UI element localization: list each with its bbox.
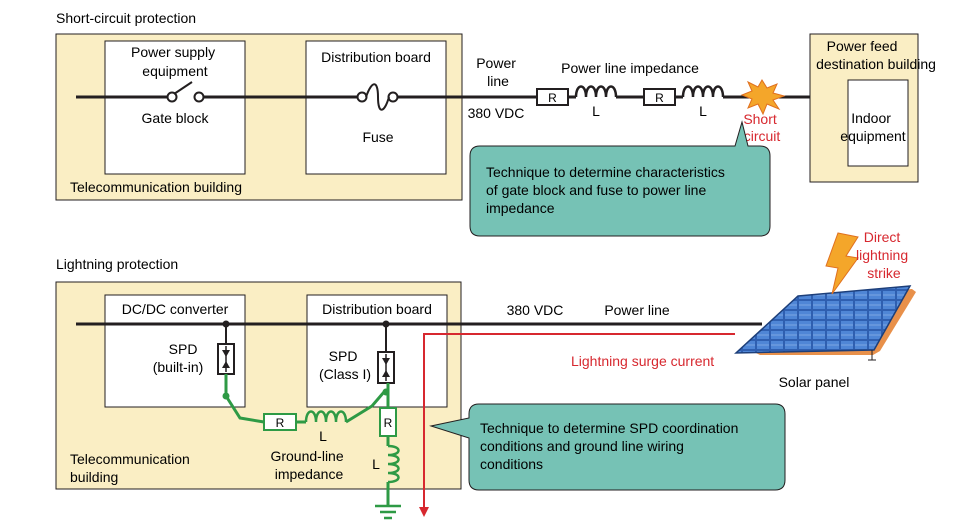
ground-inductor-vertical bbox=[387, 444, 400, 484]
resistor-1: R bbox=[536, 88, 569, 106]
spd-class-label: SPD (Class I) bbox=[319, 348, 371, 382]
svg-text:R: R bbox=[276, 416, 285, 430]
distribution-board-label-top: Distribution board bbox=[321, 49, 431, 65]
inductor-2-label: L bbox=[699, 103, 707, 119]
ground-node-1 bbox=[222, 392, 230, 400]
solar-panel-label: Solar panel bbox=[779, 374, 850, 390]
ground-node-2 bbox=[382, 388, 390, 396]
gate-block-switch bbox=[166, 81, 205, 103]
ground-wiring bbox=[224, 374, 390, 506]
ground-symbol-icon bbox=[375, 504, 401, 520]
telecom-building-label-bottom: Telecommunication building bbox=[70, 451, 194, 485]
short-circuit-burst-icon bbox=[740, 79, 786, 116]
spd-builtin-symbol bbox=[217, 320, 235, 375]
technique-callout-top-text: Technique to determine characteristics o… bbox=[486, 164, 729, 216]
fuse-label: Fuse bbox=[362, 129, 393, 145]
distribution-board-box-top bbox=[305, 40, 447, 175]
power-line-label-bottom: Power line bbox=[604, 302, 670, 318]
spd-class-symbol bbox=[377, 320, 395, 384]
ground-inductor-vertical-label: L bbox=[372, 456, 380, 472]
technique-callout-bottom bbox=[429, 403, 786, 491]
surge-current-arrow bbox=[419, 333, 735, 517]
inductor-2 bbox=[681, 85, 725, 98]
dcdc-converter-label: DC/DC converter bbox=[122, 301, 229, 317]
lightning-title: Lightning protection bbox=[56, 256, 178, 272]
solar-panel-icon bbox=[734, 285, 916, 361]
voltage-label-top: 380 VDC bbox=[468, 105, 525, 121]
ground-inductor-horizontal bbox=[304, 410, 348, 423]
technique-callout-bottom-text: Technique to determine SPD coordination … bbox=[480, 420, 742, 472]
short-circuit-label: Short circuit bbox=[743, 111, 780, 144]
gate-block-label: Gate block bbox=[142, 110, 210, 126]
indoor-equipment-label: Indoor equipment bbox=[840, 110, 905, 144]
short-circuit-title: Short-circuit protection bbox=[56, 10, 196, 26]
power-line-impedance-title: Power line impedance bbox=[561, 60, 699, 76]
inductor-1-label: L bbox=[592, 103, 600, 119]
technique-callout-top bbox=[469, 120, 771, 237]
ground-resistor-vertical: R bbox=[379, 407, 397, 437]
fuse-symbol bbox=[356, 83, 399, 111]
ground-line-impedance-label: Ground-line impedance bbox=[270, 448, 347, 482]
indoor-equipment-box bbox=[847, 79, 909, 167]
ground-inductor-horizontal-label: L bbox=[319, 428, 327, 444]
ground-resistor-horizontal: R bbox=[263, 413, 297, 431]
svg-text:R: R bbox=[384, 416, 393, 430]
surge-current-label: Lightning surge current bbox=[571, 353, 714, 369]
resistor-2: R bbox=[643, 88, 676, 106]
lightning-bolt-icon bbox=[825, 232, 859, 295]
svg-text:R: R bbox=[655, 91, 664, 105]
spd-builtin-label: SPD (built-in) bbox=[153, 341, 204, 375]
power-feed-building-label: Power feed destination building bbox=[816, 38, 936, 72]
direct-strike-label: Direct lightning strike bbox=[856, 229, 912, 281]
telecom-building-label-top: Telecommunication building bbox=[70, 179, 242, 195]
inductor-1 bbox=[574, 85, 618, 98]
voltage-label-bottom: 380 VDC bbox=[507, 302, 564, 318]
power-line-label-top: Power line bbox=[476, 55, 520, 89]
distribution-board-label-bottom: Distribution board bbox=[322, 301, 432, 317]
power-supply-box bbox=[104, 40, 246, 175]
svg-text:R: R bbox=[548, 91, 557, 105]
power-supply-label: Power supply equipment bbox=[131, 44, 219, 79]
